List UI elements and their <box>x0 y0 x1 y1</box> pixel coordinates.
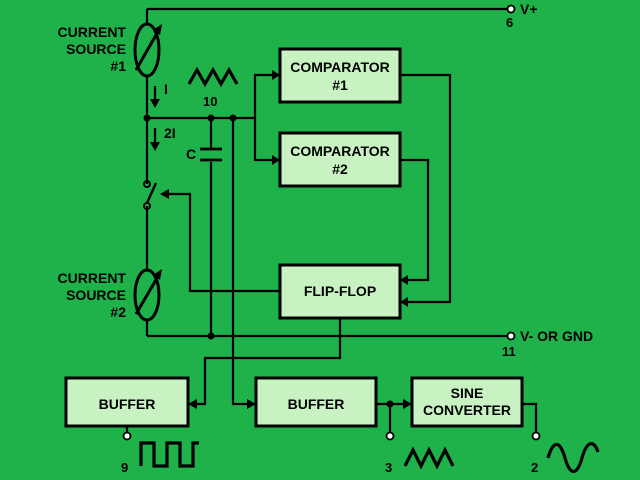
current-source1-label-line2: SOURCE <box>66 41 126 57</box>
pin-triangle-out: 3 <box>385 460 392 475</box>
junction-triangle-out <box>386 400 394 408</box>
current-source-1 <box>133 22 162 78</box>
buffer-left-label: BUFFER <box>99 396 156 412</box>
v-plus-label: V+ <box>520 1 538 17</box>
wire-comparator1-to-flipflop <box>400 73 452 304</box>
wire-flipflop-to-switch <box>166 192 280 293</box>
sine-wave-icon <box>546 442 600 474</box>
current-source2-label-line1: CURRENT <box>58 270 127 286</box>
current-i-arrowhead <box>150 99 160 108</box>
block-flipflop: FLIP-FLOP <box>278 263 402 320</box>
square-wave-icon <box>139 441 199 468</box>
capacitor-label: C <box>186 146 196 162</box>
waveforms <box>139 66 600 474</box>
buffer-right-label: BUFFER <box>288 396 345 412</box>
current-2i-arrowhead <box>150 142 160 151</box>
sine-converter-label-line1: SINE <box>451 385 484 401</box>
block-sine-converter: SINE CONVERTER <box>410 376 524 428</box>
pin-timing: 10 <box>203 94 217 109</box>
arrow-into-flipflop-bottom <box>400 275 408 285</box>
block-buffer-right: BUFFER <box>254 376 378 428</box>
arrow-into-comparator1 <box>272 70 280 80</box>
current-source2-label-line3: #2 <box>110 304 126 320</box>
current-source-2 <box>133 268 162 322</box>
v-minus-label: V- OR GND <box>520 328 593 344</box>
block-buffer-left: BUFFER <box>64 376 190 428</box>
arrowheads <box>150 70 412 409</box>
arrow-into-flipflop-top <box>400 297 408 307</box>
wire-node-to-comparator2 <box>253 118 280 162</box>
wire-sine-out <box>522 402 538 432</box>
current-source1-label-line1: CURRENT <box>58 24 127 40</box>
pin-square-out: 9 <box>121 460 128 475</box>
comparator2-label-line2: #2 <box>332 161 348 177</box>
wire-comparator2-to-flipflop <box>400 158 430 282</box>
terminal-v-plus <box>506 4 516 14</box>
terminals <box>122 4 541 441</box>
junctions <box>143 114 394 408</box>
wire-node-to-comparator1 <box>253 73 280 118</box>
terminal-triangle-out <box>385 431 395 441</box>
terminal-v-minus <box>506 331 516 341</box>
junction-buffer-tap <box>229 114 237 122</box>
pin-numbers: 6 10 11 9 3 2 <box>121 15 538 475</box>
arrow-into-buffer-left <box>188 399 197 409</box>
current-source1-label-line3: #1 <box>110 58 126 74</box>
pin-v-plus: 6 <box>506 15 513 30</box>
comparator1-label-line2: #1 <box>332 77 348 93</box>
current-2i-label: 2I <box>164 125 176 141</box>
junction-pin10 <box>207 114 215 122</box>
pin-v-minus: 11 <box>502 344 516 359</box>
arrow-into-comparator2 <box>272 155 280 165</box>
wires <box>125 7 538 432</box>
current-source2-label-line2: SOURCE <box>66 287 126 303</box>
pin-sine-out: 2 <box>531 460 538 475</box>
terminal-sine-out <box>531 431 541 441</box>
switch <box>143 180 158 210</box>
junction-node-left <box>143 114 151 122</box>
block-comparator2: COMPARATOR #2 <box>278 131 402 188</box>
wire-node-to-buffer-right <box>231 118 250 406</box>
arrow-into-sine-converter <box>403 399 412 409</box>
labels: CURRENT SOURCE #1 CURRENT SOURCE #2 I 2I… <box>58 1 594 344</box>
comparator1-label-line1: COMPARATOR <box>290 59 390 75</box>
triangle-wave-icon <box>187 66 239 88</box>
flipflop-label: FLIP-FLOP <box>304 283 376 299</box>
terminal-square-out <box>122 431 132 441</box>
junction-capacitor-gnd <box>207 332 215 340</box>
arrow-into-switch <box>160 189 169 199</box>
capacitor <box>200 147 222 162</box>
arrow-into-buffer-right <box>247 399 256 409</box>
comparator2-label-line1: COMPARATOR <box>290 143 390 159</box>
block-comparator1: COMPARATOR #1 <box>278 47 402 104</box>
sine-converter-label-line2: CONVERTER <box>423 402 511 418</box>
current-i-label: I <box>164 81 168 97</box>
triangle-wave-icon <box>403 446 455 470</box>
wire-flipflop-to-buffer-left <box>194 318 342 406</box>
